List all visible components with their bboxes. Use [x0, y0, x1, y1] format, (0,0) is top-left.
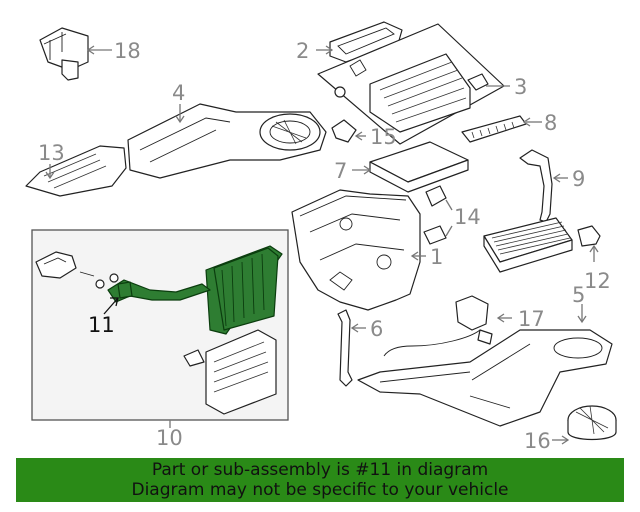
inset-housing-cover: [183, 329, 277, 415]
part-14-seal: [423, 185, 447, 245]
inset-screws: [79, 271, 119, 289]
callout-18: 18: [114, 39, 141, 63]
info-banner-line-2: Diagram may not be specific to your vehi…: [131, 480, 509, 500]
callout-11: 11: [88, 313, 115, 337]
callout-4: 4: [172, 81, 185, 105]
part-3-actuator-kit: [317, 23, 505, 145]
part-18-sensor: [39, 27, 89, 81]
callout-2: 2: [296, 39, 309, 63]
callout-6: 6: [370, 317, 383, 341]
callout-17: 17: [518, 307, 545, 331]
part-9-pipe: [519, 149, 553, 223]
callout-14: 14: [454, 205, 481, 229]
callout-15: 15: [370, 125, 397, 149]
callout-5: 5: [572, 283, 585, 307]
callout-7: 7: [334, 159, 347, 183]
info-banner-line-1: Part or sub-assembly is #11 in diagram: [151, 460, 489, 480]
part-5-blower-housing: [357, 329, 613, 427]
callout-12: 12: [584, 269, 611, 293]
callout-16: 16: [524, 429, 551, 453]
part-1-hvac-case: [291, 189, 421, 311]
part-8-grille: [461, 115, 527, 143]
info-banner: Part or sub-assembly is #11 in diagram D…: [16, 458, 624, 502]
part-16-blower-motor: [567, 405, 617, 441]
part-11-evaporator: [107, 245, 283, 335]
callout-13: 13: [38, 141, 65, 165]
leader-14: [445, 199, 453, 237]
leader-11: [103, 297, 119, 315]
part-12-heater-core: [483, 217, 601, 273]
part-6-drain-hose: [337, 309, 353, 387]
part-15-clip: [331, 119, 357, 143]
inset-gasket: [35, 251, 77, 279]
part-4-duct: [127, 103, 327, 179]
callout-3: 3: [514, 75, 527, 99]
callout-8: 8: [544, 111, 557, 135]
callout-10: 10: [156, 426, 183, 450]
part-17-sensor-bracket: [383, 295, 493, 357]
callout-1: 1: [430, 245, 443, 269]
part-7-filter: [369, 141, 469, 193]
callout-9: 9: [572, 167, 585, 191]
